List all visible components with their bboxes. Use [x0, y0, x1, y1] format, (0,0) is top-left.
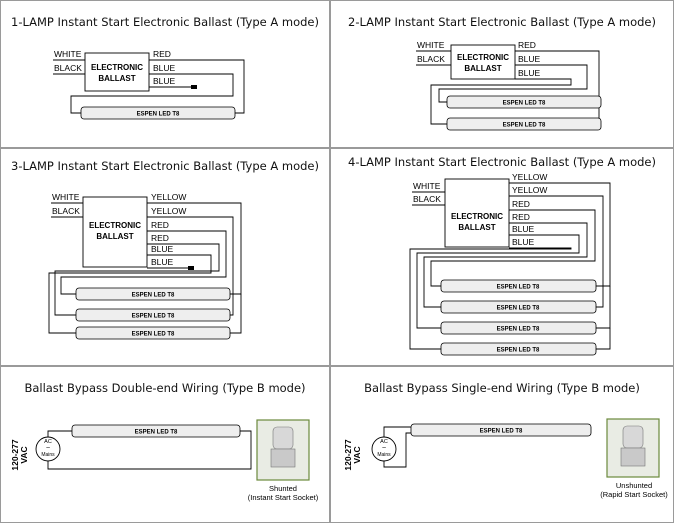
ballast-label: BALLAST: [464, 64, 501, 73]
socket-caption: (Rapid Start Socket): [600, 490, 668, 499]
ac-label: AC: [380, 439, 388, 445]
led-tube: [446, 117, 602, 131]
tube-label: ESPEN LED T8: [503, 101, 546, 107]
wire-label-red: RED: [153, 49, 171, 59]
wire-label-yellow: YELLOW: [151, 192, 186, 202]
wire-label-blue: BLUE: [518, 54, 541, 64]
tube-label: ESPEN LED T8: [497, 327, 540, 333]
tube-label: ESPEN LED T8: [497, 306, 540, 312]
panel-1-lamp: 1-LAMP Instant Start Electronic Ballast …: [0, 0, 330, 148]
ballast-box: [82, 196, 148, 268]
wire-label-white: WHITE: [417, 40, 445, 50]
led-tube: [75, 326, 231, 340]
panel-title: 4-LAMP Instant Start Electronic Ballast …: [348, 155, 656, 169]
voltage-label: 120-277: [10, 439, 20, 470]
wire-label-black: BLACK: [413, 194, 441, 204]
led-tube: [80, 106, 236, 120]
led-tube: [446, 95, 602, 109]
tube-label: ESPEN LED T8: [137, 112, 180, 118]
wire-label-blue: BLUE: [153, 63, 176, 73]
ballast-label: ELECTRONIC: [451, 212, 503, 221]
tube-label: ESPEN LED T8: [497, 348, 540, 354]
socket-caption: (Instant Start Socket): [248, 493, 319, 502]
tube-label: ESPEN LED T8: [503, 123, 546, 129]
ballast-box: [444, 178, 510, 248]
wiring-diagram: WHITE BLACK ELECTRONIC BALLAST YELLOW YE…: [409, 172, 611, 356]
wire-label-red: RED: [512, 199, 530, 209]
wire-label-blue: BLUE: [512, 224, 535, 234]
voltage-unit: VAC: [19, 446, 29, 463]
wiring-diagram: 120-277 VAC AC ~ Mains ESPEN LED T8 Shun…: [10, 419, 319, 502]
wire-label-blue: BLUE: [151, 244, 174, 254]
led-tube: [75, 308, 231, 322]
led-tube: [440, 321, 597, 335]
tube-label: ESPEN LED T8: [497, 285, 540, 291]
wire-label-blue: BLUE: [512, 237, 535, 247]
socket-caption: Shunted: [269, 484, 297, 493]
tube-label: ESPEN LED T8: [135, 430, 178, 436]
tube-label: ESPEN LED T8: [480, 429, 523, 435]
tube-label: ESPEN LED T8: [132, 332, 175, 338]
wiring-diagram: WHITE BLACK ELECTRONIC BALLAST RED BLUE …: [416, 40, 602, 131]
ballast-label: BALLAST: [96, 232, 133, 241]
wire-label-black: BLACK: [417, 54, 445, 64]
ballast-box: [84, 52, 150, 92]
panel-4-lamp: 4-LAMP Instant Start Electronic Ballast …: [330, 148, 674, 366]
mains-label: Mains: [41, 452, 55, 458]
wave-symbol: ~: [382, 445, 386, 452]
panel-3-lamp: 3-LAMP Instant Start Electronic Ballast …: [0, 148, 330, 366]
wire-label-white: WHITE: [54, 49, 82, 59]
led-tube: [71, 424, 241, 438]
ballast-label: ELECTRONIC: [91, 63, 143, 72]
panel-title: Ballast Bypass Double-end Wiring (Type B…: [24, 381, 306, 395]
wire-label-white: WHITE: [52, 192, 80, 202]
tube-label: ESPEN LED T8: [132, 314, 175, 320]
ac-label: AC: [44, 439, 52, 445]
ballast-label: ELECTRONIC: [457, 53, 509, 62]
wire-label-yellow: YELLOW: [512, 172, 547, 182]
wire-label-red: RED: [512, 212, 530, 222]
wire-label-yellow: YELLOW: [512, 185, 547, 195]
tube-label: ESPEN LED T8: [132, 293, 175, 299]
led-tube: [440, 342, 597, 356]
led-tube: [440, 279, 597, 293]
wire-label-black: BLACK: [54, 63, 82, 73]
socket-caption: Unshunted: [616, 481, 652, 490]
wire-label-red: RED: [151, 233, 169, 243]
wire-label-red: RED: [518, 40, 536, 50]
wiring-diagram: WHITE BLACK ELECTRONIC BALLAST YELLOW YE…: [48, 192, 242, 340]
ballast-label: BALLAST: [458, 223, 495, 232]
panel-2-lamp: 2-LAMP Instant Start Electronic Ballast …: [330, 0, 674, 148]
voltage-unit: VAC: [352, 446, 362, 463]
wiring-diagram: 120-277 VAC AC ~ Mains ESPEN LED T8 Unsh…: [343, 418, 668, 499]
wire-label-yellow: YELLOW: [151, 206, 186, 216]
ballast-box: [450, 44, 516, 80]
panel-bypass-double-end: Ballast Bypass Double-end Wiring (Type B…: [0, 366, 330, 523]
ballast-label: ELECTRONIC: [89, 221, 141, 230]
led-tube: [440, 300, 597, 314]
led-tube: [75, 287, 231, 301]
led-tube: [410, 423, 592, 437]
wave-symbol: ~: [46, 445, 50, 452]
panel-title: Ballast Bypass Single-end Wiring (Type B…: [364, 381, 640, 395]
panel-title: 3-LAMP Instant Start Electronic Ballast …: [11, 159, 319, 173]
voltage-label: 120-277: [343, 439, 353, 470]
wire-label-white: WHITE: [413, 181, 441, 191]
wiring-diagram: WHITE BLACK ELECTRONIC BALLAST RED BLUE …: [53, 49, 245, 120]
wire-label-blue: BLUE: [518, 68, 541, 78]
wire-label-blue: BLUE: [151, 257, 174, 267]
wire-label-red: RED: [151, 220, 169, 230]
panel-title: 2-LAMP Instant Start Electronic Ballast …: [348, 15, 656, 29]
wire-label-blue: BLUE: [153, 76, 176, 86]
panel-title: 1-LAMP Instant Start Electronic Ballast …: [11, 15, 319, 29]
wire-label-black: BLACK: [52, 206, 80, 216]
ballast-label: BALLAST: [98, 74, 135, 83]
panel-bypass-single-end: Ballast Bypass Single-end Wiring (Type B…: [330, 366, 674, 523]
mains-label: Mains: [377, 452, 391, 458]
